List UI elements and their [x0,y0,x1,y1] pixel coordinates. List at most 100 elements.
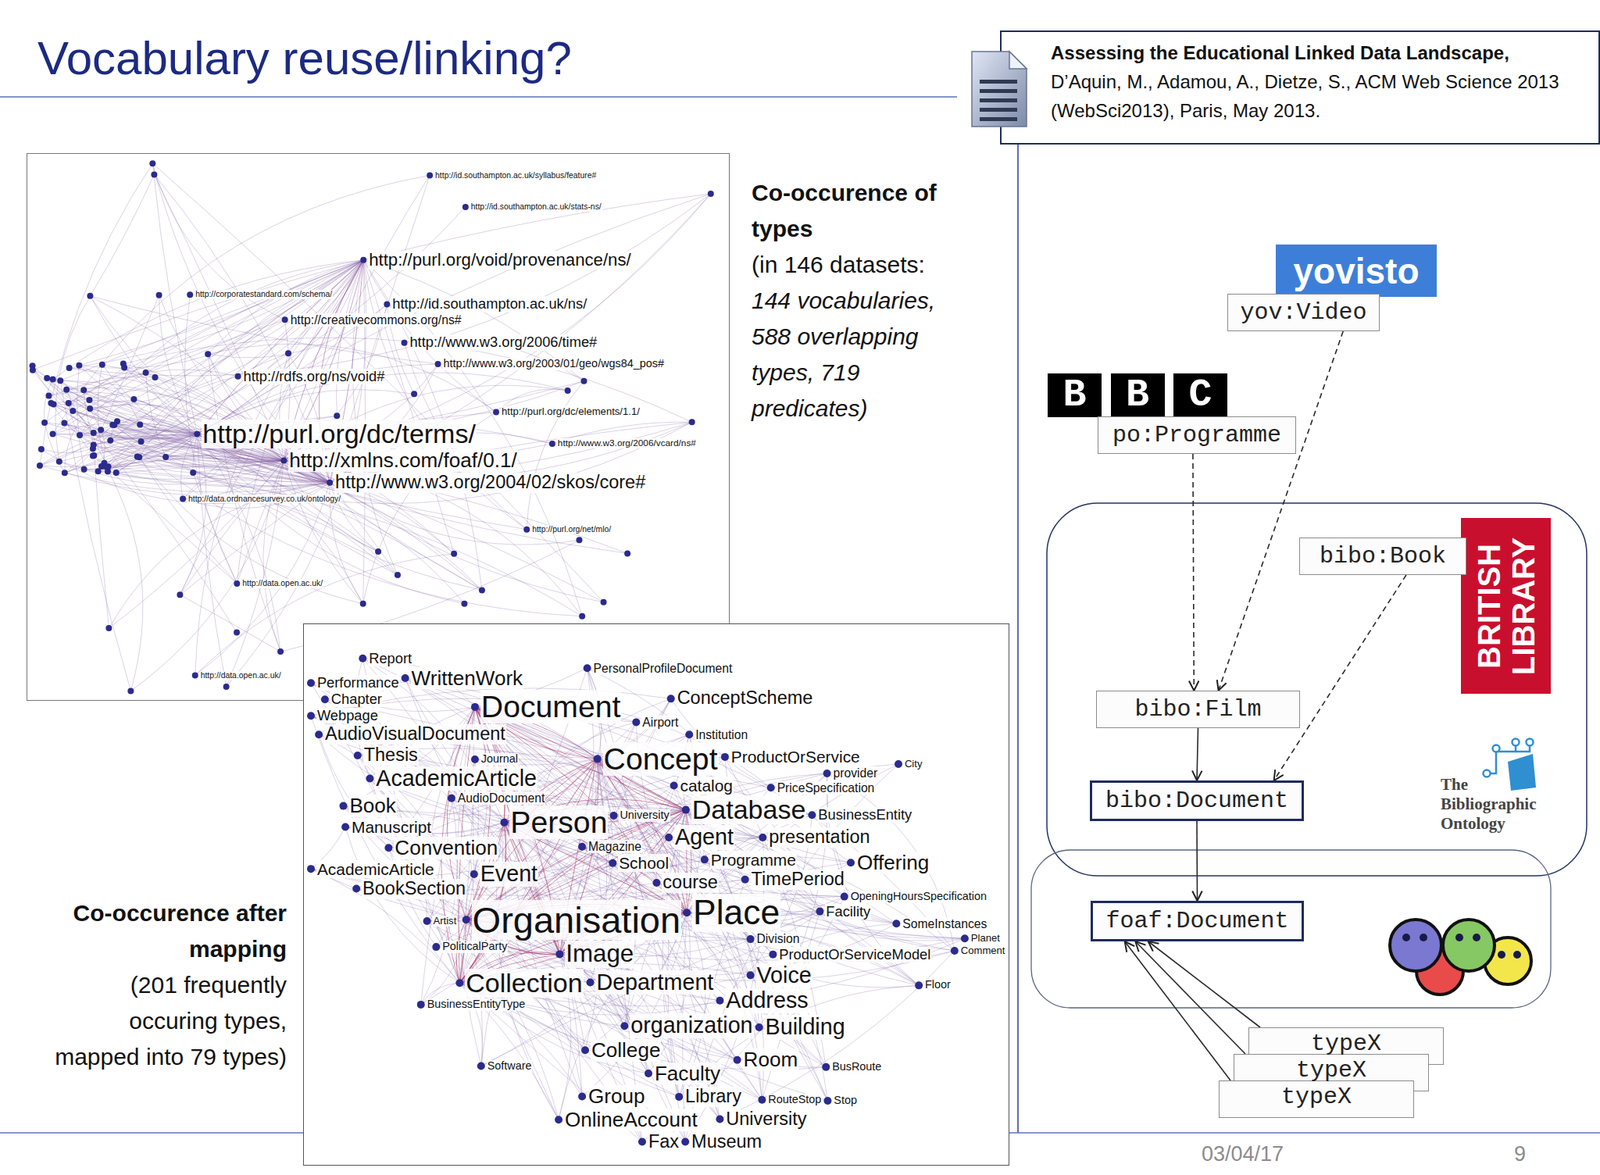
logo-box: yovisto [1275,244,1437,297]
graph-dot [564,387,572,394]
graph-dot [150,171,158,178]
graph-edge [41,448,93,453]
type-label: Place [692,893,781,933]
type-label: http://purl.org/net/mlo/ [531,525,612,534]
slide-title: Vocabulary reuse/linking? [37,31,572,86]
mapping-arrow [1218,331,1344,691]
graph-edge [139,457,363,604]
graph-dot [667,694,675,703]
note-block: Co-occurence of types(in 146 datasets:14… [751,175,971,427]
graph-dot [90,429,97,436]
graph-dot [840,892,849,901]
graph-dot [758,833,767,842]
graph-dot [69,407,76,415]
note-text: 144 vocabularies, 588 overlapping types,… [751,282,971,427]
graph-edge [526,381,584,530]
graph-dot [120,360,127,367]
type-label: OpeningHoursSpecification [850,890,988,904]
type-label: SomeInstances [901,917,988,931]
type-label: Group [587,1085,647,1108]
graph-dot [500,818,508,827]
foaf-logo-eyes [1402,933,1522,959]
graph-dot [757,1096,766,1104]
class-box: typeX [1218,1080,1415,1118]
node-label: typeX [1310,1029,1382,1058]
graph-dot [233,628,240,636]
type-label: City [903,758,924,770]
graph-dot [682,806,690,815]
graph-dot [156,292,163,299]
note-block: Co-occurence after mapping(201 frequentl… [50,895,287,1075]
type-label: http://purl.org/void/provenance/ns/ [367,250,632,270]
type-label: AudioDocument [457,791,547,805]
graph-dot [846,858,855,867]
graph-dot [97,426,104,433]
type-label: Address [725,988,809,1014]
graph-dot [815,907,824,916]
type-label: Stop [832,1094,858,1108]
type-label: Magazine [587,839,643,854]
logo-face [1389,919,1442,972]
logo-face [1442,919,1495,972]
logo-eye [1472,933,1481,942]
type-label: BusinessEntity [817,807,913,823]
graph-edge [192,472,237,584]
graph-dot [638,1138,647,1147]
class-box: typeX [1248,1027,1444,1065]
graph-edge [263,460,284,652]
graph-dot [365,775,374,783]
type-label: PoliticalParty [441,940,508,954]
type-label: Room [742,1048,800,1072]
type-label: Voice [756,963,813,989]
graph-dot [45,392,52,399]
type-label: Facility [825,903,872,920]
class-box: po:Programme [1097,416,1297,454]
type-label: Document [480,689,622,724]
circuit-dot [1492,745,1500,753]
type-label: organization [629,1013,754,1039]
graph-dot [277,648,284,655]
graph-edge [44,422,65,473]
type-label: University [618,809,670,822]
graph-dot [142,369,150,376]
subclass-arrow [1125,941,1231,1081]
type-label: http://xmlns.com/foaf/0.1/ [288,449,518,472]
graph-dot [50,375,57,383]
type-label: Event [479,861,539,887]
note-heading: Co-occurence of types [751,175,971,247]
class-box: typeX [1233,1053,1429,1092]
graph-edge [141,260,365,442]
title-rule [0,96,958,98]
graph-edge [97,364,108,472]
graph-dot [578,613,586,620]
graph-edge [69,193,711,376]
graph-dot [235,373,242,380]
graph-dot [447,794,456,803]
note-text: (201 frequently occuring types, mapped i… [50,967,287,1075]
type-label: AcademicArticle [316,860,436,879]
graph-dot [61,469,68,476]
mapping-arrow [1274,575,1407,781]
node-label: bibo:Book [1319,542,1447,571]
graph-dot [314,730,323,739]
class-box: bibo:Film [1096,690,1300,729]
graph-dot [767,783,775,792]
graph-dot [400,339,408,347]
graph-edge [48,319,285,396]
graph-dot [360,257,367,264]
subclass-arrow [1148,941,1261,1028]
type-label: RouteStop [767,1093,822,1107]
graph-dot [960,934,969,943]
graph-edge [179,460,284,595]
graph-dot [609,811,618,820]
logo-eye [1419,933,1428,942]
graph-edge [89,174,154,296]
type-label: PersonalProfileDocument [592,661,734,675]
type-label: Manuscript [350,817,433,836]
foaf-logo [1389,919,1532,995]
graph-dot [575,536,583,543]
graph-dot [339,802,347,811]
graph-edge [72,410,483,590]
graph-dot [358,654,367,663]
graph-edge [53,175,431,434]
